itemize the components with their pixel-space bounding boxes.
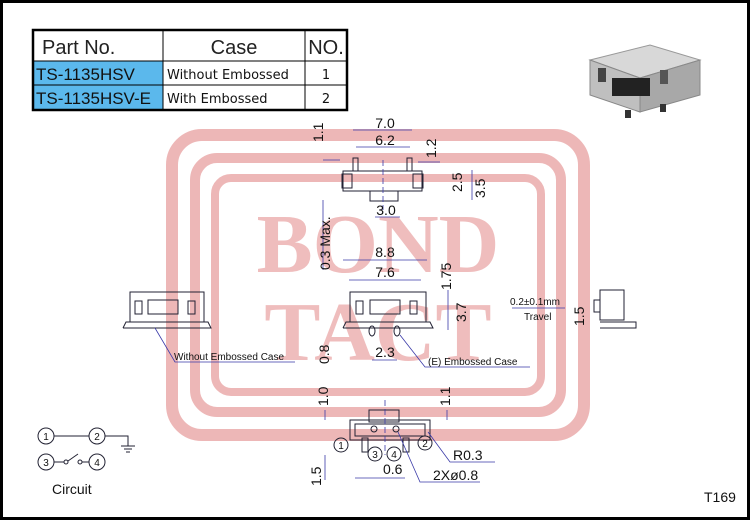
header-case: Case <box>211 37 258 59</box>
dim-3-7: 3.7 <box>453 302 469 322</box>
bottom-pin-3: 3 <box>372 450 378 461</box>
circuit-pin-2: 2 <box>94 432 100 443</box>
label-embossed-case: (E) Embossed Case <box>428 357 518 368</box>
bottom-pin-4: 4 <box>391 450 397 461</box>
travel-value: 0.2±0.1mm <box>510 297 560 308</box>
front-view: 8.8 7.6 1.75 3.7 2.3 0.8 (E) Embossed Ca… <box>316 244 530 368</box>
dim-3-5: 3.5 <box>472 178 488 198</box>
circuit-label: Circuit <box>52 481 92 497</box>
circuit-pin-4: 4 <box>94 458 100 469</box>
dim-2x-dia-0-8: 2Xø0.8 <box>433 467 478 483</box>
bond-tact-watermark: BOND TACT <box>166 129 590 441</box>
dim-1-75: 1.75 <box>438 263 454 290</box>
row2-case: With Embossed <box>167 92 268 107</box>
dim-7-0: 7.0 <box>375 115 395 131</box>
bottom-pin-1: 1 <box>338 441 344 452</box>
dim-1-1-bottom: 1.1 <box>437 386 453 406</box>
circuit-diagram: 1 2 3 4 Circuit <box>37 427 135 497</box>
dim-7-6: 7.6 <box>375 264 395 280</box>
bottom-pin-2: 2 <box>422 439 428 450</box>
dim-0-3-max: 0.3 Max. <box>317 216 333 270</box>
row2-no: 2 <box>322 92 330 107</box>
dim-1-5: 1.5 <box>308 466 324 486</box>
top-view: 7.0 6.2 1.1 1.2 2.5 3.5 3.0 0.3 Max. <box>310 115 488 270</box>
bottom-view: 1.0 1.1 R0.3 2Xø0.8 0.6 1.5 1 2 3 4 <box>308 386 495 486</box>
dim-r0-3: R0.3 <box>453 447 483 463</box>
row1-part: TS-1135HSV <box>36 65 136 84</box>
row1-case: Without Embossed <box>167 68 289 83</box>
travel-label: Travel <box>524 312 551 323</box>
side-view: 0.2±0.1mm Travel 1.5 <box>510 289 637 329</box>
product-image <box>588 44 702 118</box>
row2-part: TS-1135HSV-E <box>36 89 151 108</box>
dim-0-6: 0.6 <box>383 461 403 477</box>
row1-no: 1 <box>322 68 330 83</box>
dim-2-5: 2.5 <box>449 172 465 192</box>
dim-1-0: 1.0 <box>315 386 331 406</box>
dim-1-5-side: 1.5 <box>571 306 587 326</box>
drawing-code: T169 <box>704 489 736 505</box>
watermark-line2: TACT <box>264 286 491 379</box>
without-embossed-view: Without Embossed Case <box>122 291 295 363</box>
dim-3-0: 3.0 <box>376 202 396 218</box>
dim-6-2: 6.2 <box>375 132 395 148</box>
watermark-line1: BOND <box>257 198 500 291</box>
header-part-no: Part No. <box>42 37 115 59</box>
circuit-pin-1: 1 <box>43 432 49 443</box>
circuit-pin-3: 3 <box>43 458 49 469</box>
dim-0-8: 0.8 <box>316 344 332 364</box>
label-without-embossed: Without Embossed Case <box>174 352 284 363</box>
dim-1-1: 1.1 <box>310 122 326 142</box>
parts-table: Part No. Case NO. TS-1135HSV Without Emb… <box>31 28 349 112</box>
dim-2-3: 2.3 <box>375 344 395 360</box>
header-no: NO. <box>308 37 344 59</box>
dim-1-2: 1.2 <box>423 138 439 158</box>
dim-8-8: 8.8 <box>375 244 395 260</box>
